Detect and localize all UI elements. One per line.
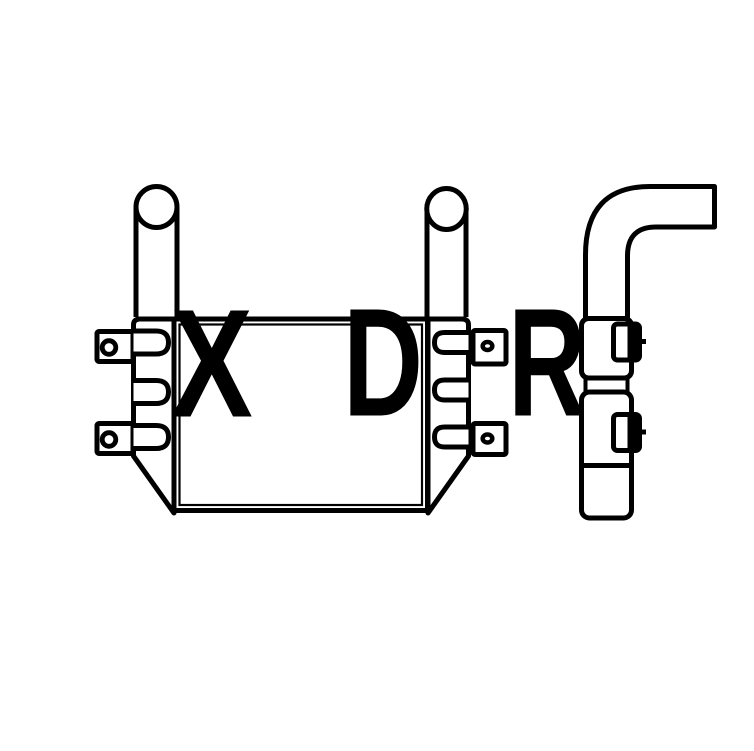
core [171,316,430,513]
tank-slot [431,377,469,403]
core-inner-line [178,323,424,507]
middle-inlet-pipe [424,186,469,317]
tank-slot [133,423,172,451]
mounting-bracket-bottom-left [94,421,136,456]
watermark-letter-d: D [343,278,423,449]
core-outer-face [171,316,430,513]
tank-slot [431,424,469,450]
watermark: X D R [171,277,586,449]
tank-slot [133,328,172,357]
tank-outline [425,316,471,516]
right-tank-slots [431,330,469,450]
pipe-opening-ellipse [424,186,469,232]
tank-outline [131,316,177,516]
left-tank-slots [133,328,172,451]
left-tank [131,316,177,516]
outlet-elbow-assembly [579,184,717,521]
clamp-bar [627,322,640,362]
watermark-letter-x: X [171,277,253,449]
tank-slot [133,378,172,406]
mounting-bracket-top-right [470,328,509,367]
mounting-bracket-top-left [94,329,136,364]
clamp-fitting-bottom [611,412,646,453]
pipe-opening-ellipse [133,184,180,230]
bracket-bolt-hole [480,432,495,445]
body-lower-section [579,389,634,521]
clamp-screw-tip [639,429,646,435]
clamp-bar [627,413,640,452]
left-inlet-pipe [133,184,180,317]
clamp-screw-tip [639,339,646,344]
watermark-letter-r: R [508,278,586,449]
elbow-pipe [583,184,717,323]
bracket-bolt-hole [99,430,119,449]
tank-slot [431,330,469,355]
bracket-bolt-hole [99,338,119,357]
intercooler-assembly [94,184,509,516]
bracket-bolt-hole [480,339,495,353]
mounting-bracket-bottom-right [470,421,509,457]
clamp-fitting-top [611,321,646,363]
